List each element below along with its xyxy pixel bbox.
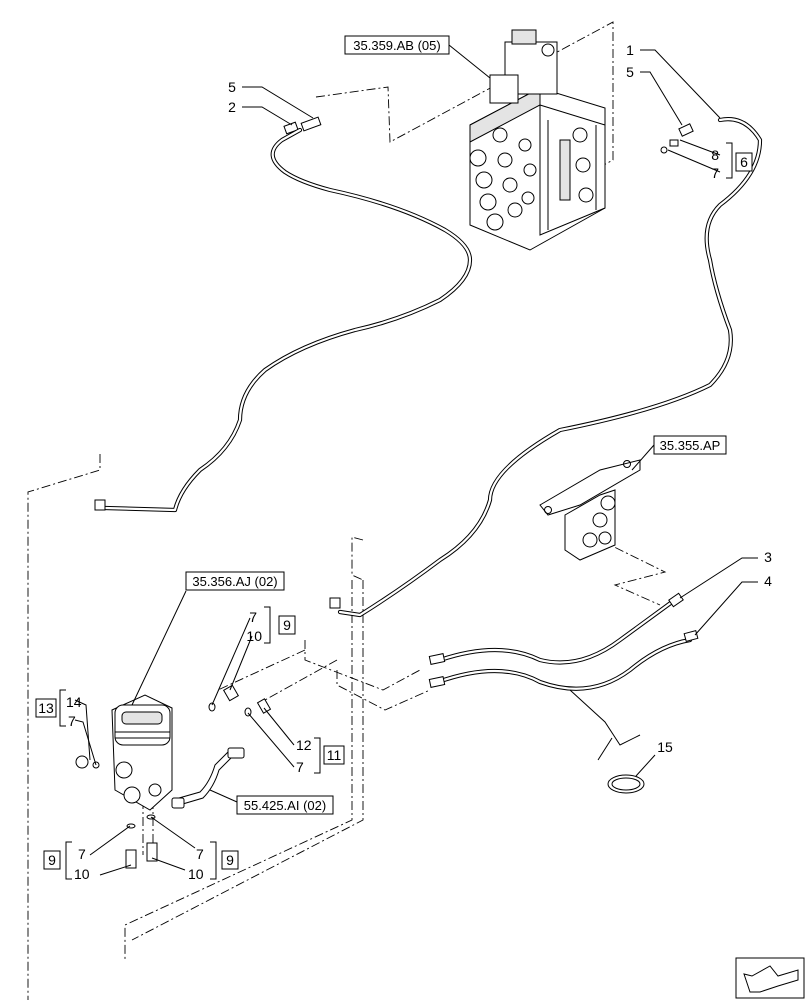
leader-lines <box>74 49 758 876</box>
callout-7-top: 7 <box>249 609 257 625</box>
kit-9-left-label: 9 <box>48 852 56 868</box>
kit-9-right-label: 9 <box>226 852 234 868</box>
callout-5-left: 5 <box>228 79 236 95</box>
phantom-lines <box>27 21 667 1000</box>
kit-6-label: 6 <box>740 154 748 170</box>
kit-box-9-top[interactable]: 9 <box>278 615 296 635</box>
main-control-valve <box>469 29 606 251</box>
navigation-arrow-button[interactable] <box>735 957 805 999</box>
ref-bracket-valve-label: 35.355.AP <box>660 438 721 453</box>
sensor <box>171 747 245 809</box>
ref-pilot-valve[interactable]: 35.356.AJ (02) <box>185 571 285 591</box>
ref-bracket-valve[interactable]: 35.355.AP <box>653 435 727 455</box>
hoses <box>94 117 763 691</box>
ref-sensor[interactable]: 55.425.AI (02) <box>236 795 334 815</box>
callout-12: 12 <box>296 737 312 753</box>
callout-7-left: 7 <box>68 713 76 729</box>
callout-10-bottom-right: 10 <box>188 866 204 882</box>
kit-9-top-label: 9 <box>283 617 291 633</box>
callout-7-bottom-left: 7 <box>78 846 86 862</box>
ref-sensor-label: 55.425.AI (02) <box>244 798 326 813</box>
ref-pilot-valve-label: 35.356.AJ (02) <box>192 574 277 589</box>
pilot-valve <box>75 694 173 811</box>
callout-10-top: 10 <box>246 628 262 644</box>
callout-1: 1 <box>626 42 634 58</box>
kit-13-label: 13 <box>38 700 54 716</box>
arrow-icon <box>743 965 799 993</box>
callout-2: 2 <box>228 99 236 115</box>
kit-brackets <box>59 142 733 880</box>
kit-box-13[interactable]: 13 <box>35 698 57 718</box>
kit-box-9-right[interactable]: 9 <box>221 850 239 870</box>
ref-valve-block-label: 35.359.AB (05) <box>353 38 440 53</box>
callout-numbers: 5 2 1 5 8 7 3 4 7 10 14 7 12 7 7 10 7 10… <box>66 42 772 882</box>
callout-7-mid: 7 <box>296 759 304 775</box>
kit-box-6[interactable]: 6 <box>735 152 753 172</box>
callout-3: 3 <box>764 549 772 565</box>
callout-14: 14 <box>66 694 82 710</box>
callout-10-bottom-left: 10 <box>74 866 90 882</box>
callout-4: 4 <box>764 573 772 589</box>
bracket-valve <box>539 459 641 561</box>
kit-11-label: 11 <box>327 747 342 763</box>
callout-15: 15 <box>657 739 673 755</box>
ref-valve-block[interactable]: 35.359.AB (05) <box>344 35 450 55</box>
callout-5-right: 5 <box>626 64 634 80</box>
kit-box-11[interactable]: 11 <box>323 745 345 765</box>
fittings <box>125 116 694 869</box>
kit-box-9-left[interactable]: 9 <box>43 850 61 870</box>
callout-7-right: 7 <box>711 165 719 181</box>
callout-7-bottom-right: 7 <box>196 846 204 862</box>
callout-8: 8 <box>711 147 719 163</box>
